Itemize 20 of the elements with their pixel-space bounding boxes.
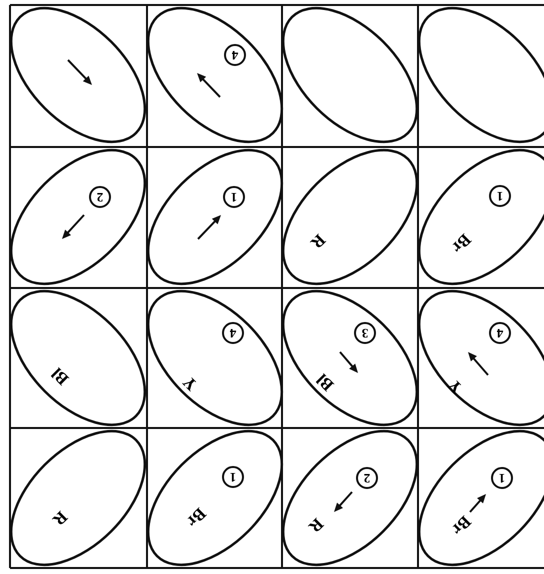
circled-number: 4 [224,44,246,66]
circled-number: 2 [89,186,111,208]
letter-label: Y [180,373,200,394]
letter-label: R [306,515,326,536]
circled-number: 1 [489,185,511,207]
circled-number: 1 [491,467,513,489]
circled-number: 2 [356,467,378,489]
letter-label: Br [448,230,474,256]
circled-number: 4 [489,322,511,344]
letter-label: R [308,231,328,252]
circled-number: 1 [223,186,245,208]
letter-label: Br [184,504,210,530]
letter-label: Br [448,512,474,538]
letter-label: Bl [48,364,72,388]
letter-label: Bl [313,370,337,394]
circled-number: 3 [354,322,376,344]
circled-number: 1 [222,466,244,488]
letter-label: R [50,508,70,529]
letter-label: Y [444,376,466,397]
circled-number: 4 [222,322,244,344]
